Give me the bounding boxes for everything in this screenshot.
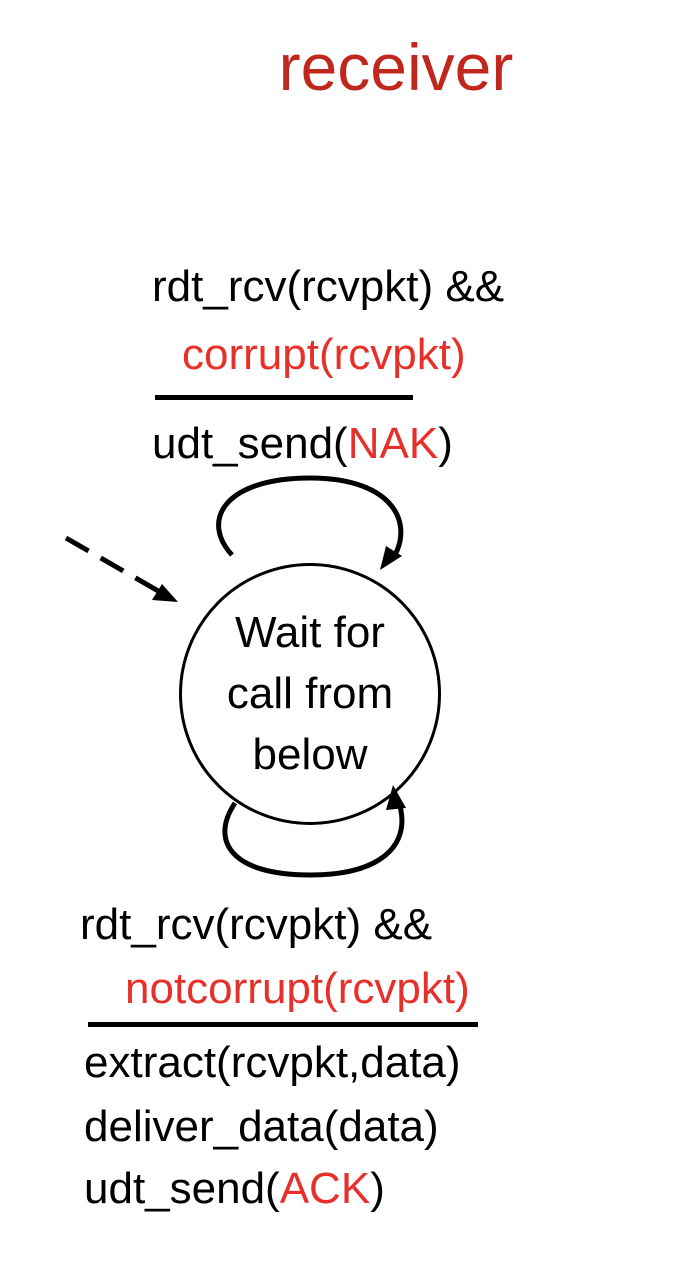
top-event-line1: rdt_rcv(rcvpkt) && [152,262,505,311]
state-line-3: below [252,730,368,779]
top-action-arg: NAK [347,419,439,468]
bottom-action-line1: extract(rcvpkt,data) [84,1038,461,1087]
bottom-action-line2: deliver_data(data) [84,1102,439,1151]
diagram-title: receiver [278,30,514,104]
top-event-line2: corrupt(rcvpkt) [182,330,466,379]
state-wait-for-call-from-below: Wait for call from below [179,563,441,825]
bottom-event-line1: rdt_rcv(rcvpkt) && [80,900,433,949]
bottom-transition-divider [88,1022,478,1027]
top-action-suffix: ) [438,419,453,468]
top-self-loop [216,475,404,562]
bottom-action-line3-arg: ACK [279,1164,371,1213]
top-action-prefix: udt_send( [152,419,348,468]
bottom-action-line3-suffix: ) [370,1164,385,1213]
bottom-self-loop-arrowhead [386,785,406,810]
initial-state-arrow [64,535,162,595]
state-line-1: Wait for [235,608,385,657]
state-line-2: call from [226,669,394,718]
initial-state-arrowhead [152,584,178,602]
bottom-action-line3: udt_send(ACK) [84,1167,385,1211]
top-self-loop-arrowhead [380,546,402,570]
top-action: udt_send(NAK) [152,422,453,466]
bottom-action-line3-prefix: udt_send( [84,1164,280,1213]
bottom-self-loop [222,799,405,878]
top-transition-divider [155,395,413,400]
bottom-event-line2: notcorrupt(rcvpkt) [125,964,470,1013]
